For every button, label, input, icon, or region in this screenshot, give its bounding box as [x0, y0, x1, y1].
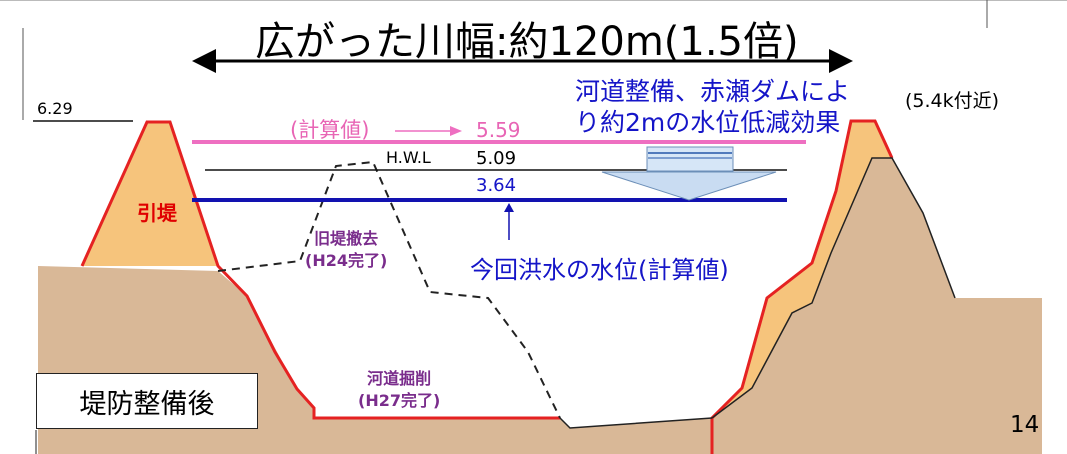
calc-pointer-head [450, 126, 462, 136]
old-levee-line-2: (H24完了) [305, 250, 388, 270]
up-arrow-head [504, 203, 514, 212]
reduction-effect-note: 河道整備、赤瀬ダムによ り約2mの水位低減効果 [575, 76, 850, 139]
reduction-effect-line-2: り約2mの水位低減効果 [575, 108, 841, 138]
river-bed-fill [314, 418, 712, 454]
excavation-line-1: 河道掘削 [367, 369, 432, 388]
excavation-line-2: (H27完了) [358, 390, 441, 410]
calculated-level-value: 5.59 [476, 118, 521, 142]
crest-level-value: 6.29 [37, 99, 73, 118]
flood-level-value: 3.64 [476, 175, 517, 196]
channel-excavation-label: 河道掘削 (H27完了) [358, 368, 440, 411]
left-bank-outline [80, 120, 560, 420]
page-title: 広がった川幅:約120m(1.5倍) [255, 19, 799, 65]
down-arrow-icon [601, 171, 777, 201]
right-levee [712, 121, 892, 418]
flood-level-note: 今回洪水の水位(計算値) [470, 256, 729, 284]
reduction-box [646, 146, 734, 172]
page-number: 14 [1010, 412, 1040, 438]
location-label: (5.4k付近) [905, 90, 1000, 112]
after-improvement-box: 堤防整備後 [36, 373, 258, 429]
river-bed-line [559, 417, 713, 429]
right-bank-boundary [711, 157, 956, 419]
hwl-value: 5.09 [476, 148, 517, 169]
old-levee-removal-label: 旧堤撤去 (H24完了) [305, 228, 387, 271]
old-levee-line-1: 旧堤撤去 [314, 229, 379, 248]
calculated-label: (計算値) [290, 118, 370, 142]
ground-right [712, 158, 1042, 454]
reduction-effect-line-1: 河道整備、赤瀬ダムによ [575, 77, 851, 106]
double-arrow-left-head [192, 49, 216, 73]
hwl-label: H.W.L [386, 148, 431, 167]
levee-setback-label: 引堤 [137, 201, 177, 225]
right-bank-outline [710, 119, 894, 454]
double-arrow-right-head [829, 49, 853, 73]
left-levee [82, 122, 218, 266]
old-levee-dashed [217, 160, 561, 419]
